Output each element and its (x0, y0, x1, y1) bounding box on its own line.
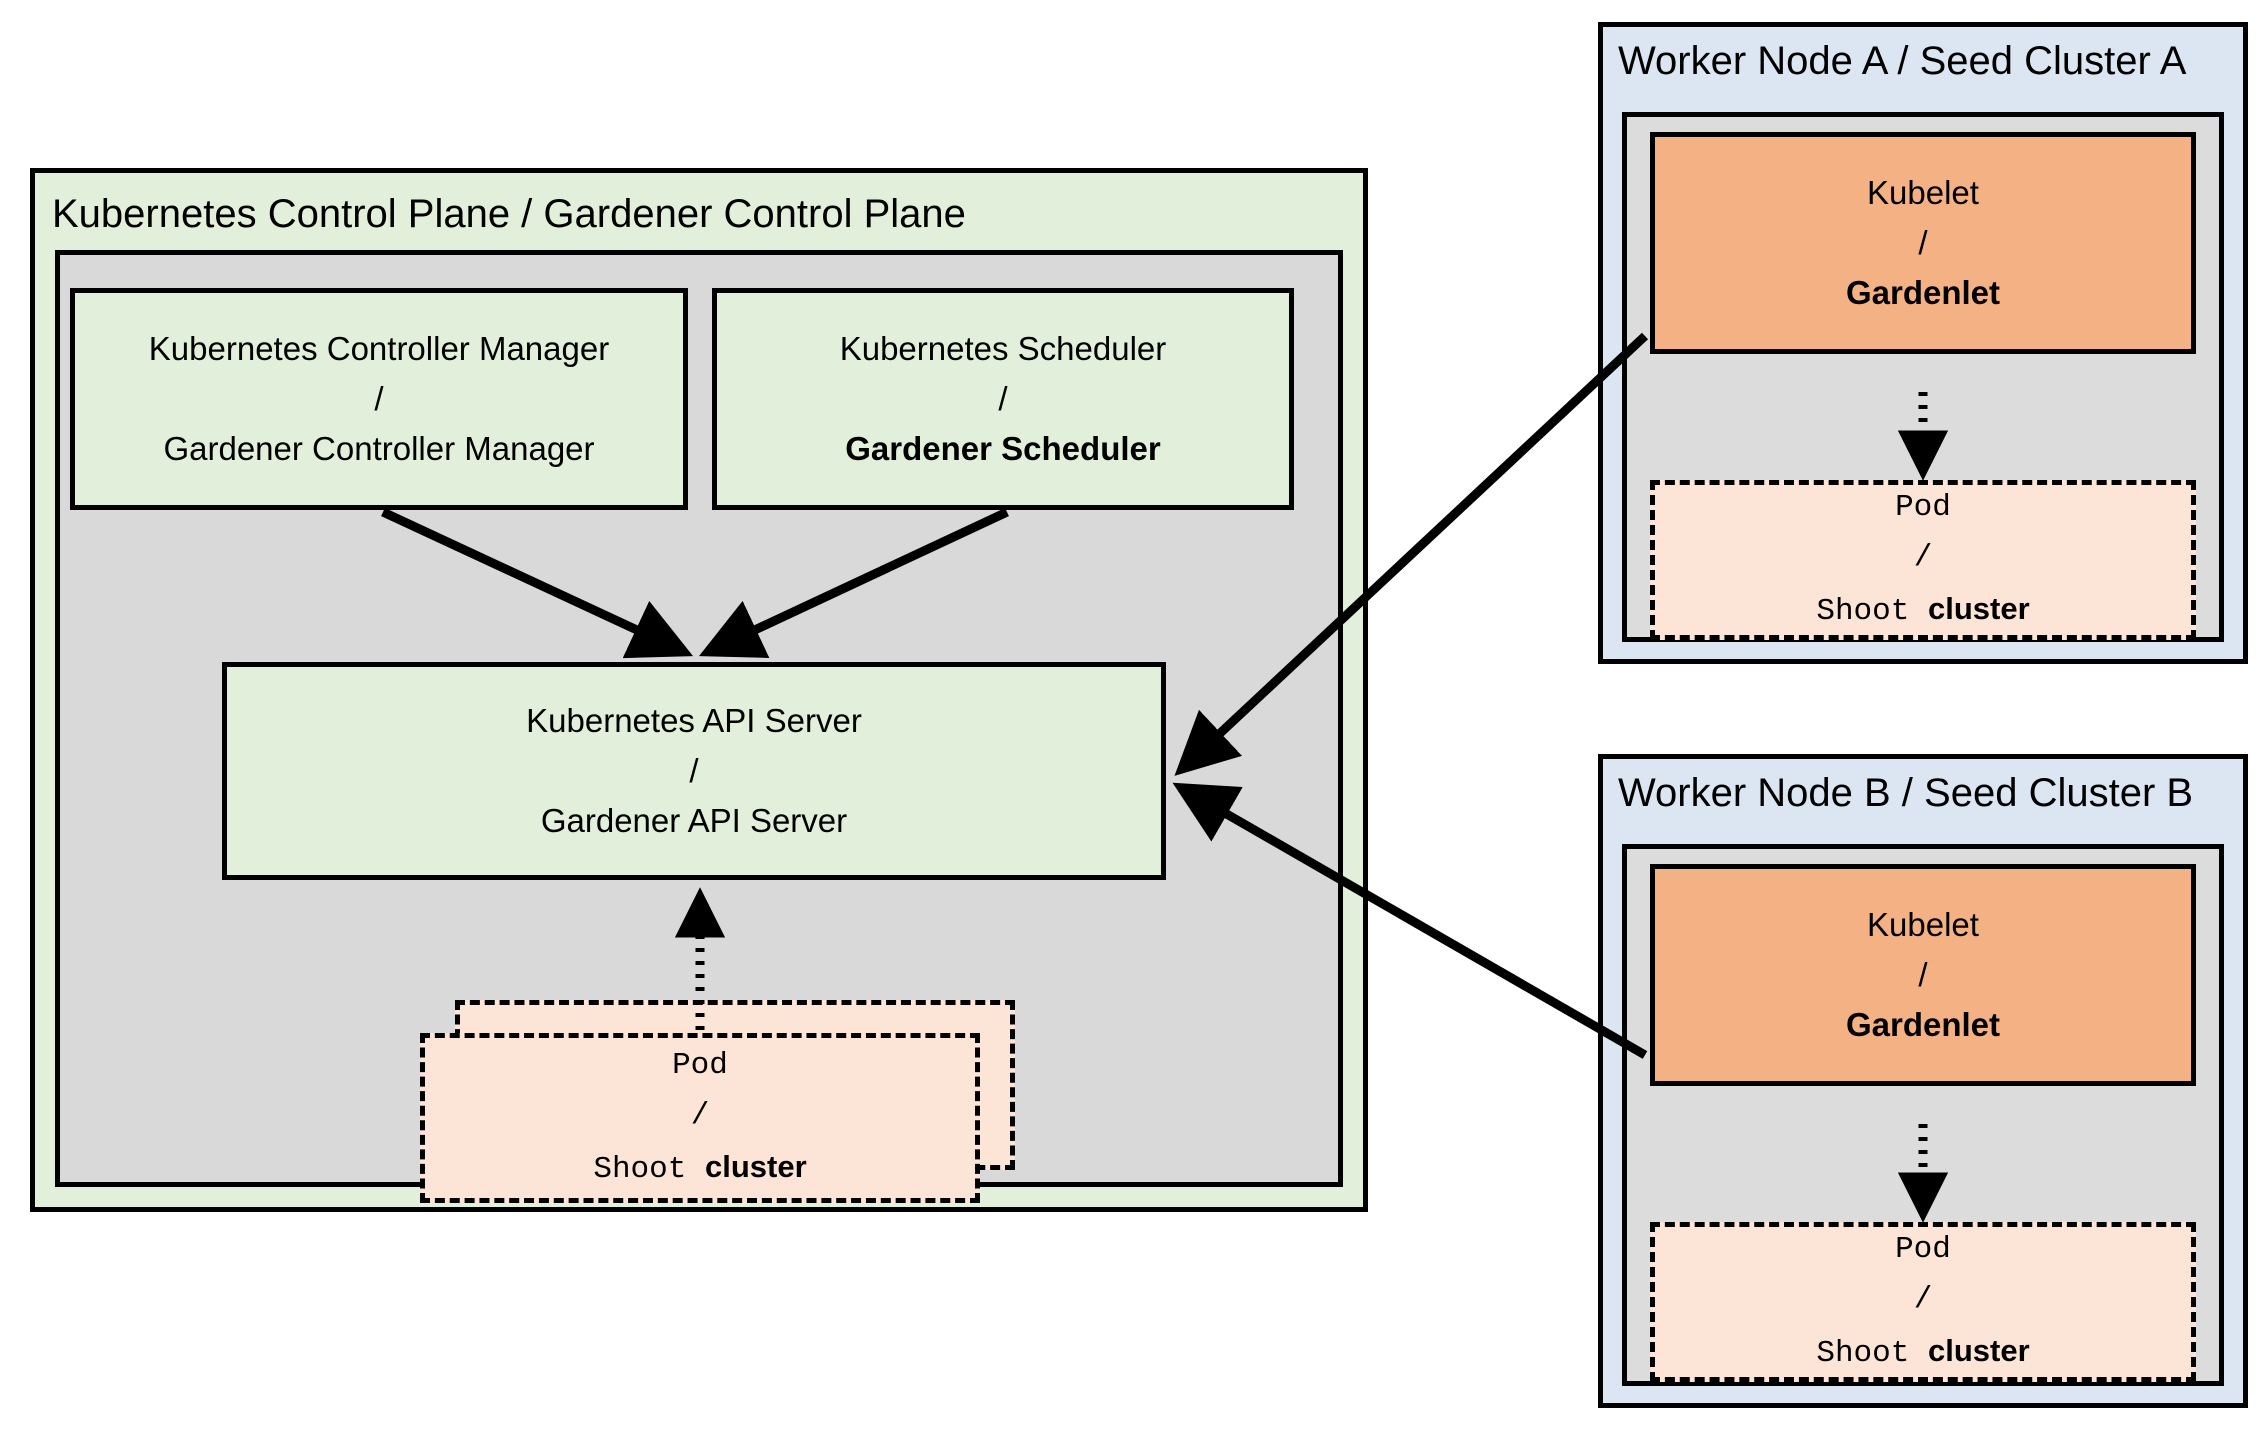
controller-manager-line1: Kubernetes Controller Manager (148, 329, 610, 367)
api-server-line1: Kubernetes API Server (526, 701, 862, 739)
worker-node-a-kubelet-separator: / (1918, 223, 1928, 261)
scheduler-line2: Gardener Scheduler (845, 430, 1161, 468)
worker-node-a-pod-box[interactable]: Pod / Shoot cluster (1650, 480, 2196, 640)
worker-node-b-pod-line1: Pod (1895, 1232, 1951, 1268)
worker-node-b-kubelet-box[interactable]: Kubelet / Gardenlet (1650, 864, 2196, 1086)
scheduler-box[interactable]: Kubernetes Scheduler / Gardener Schedule… (712, 288, 1294, 510)
controller-manager-label: Kubernetes Controller Manager / Gardener… (149, 324, 609, 474)
control-plane-pod-separator: / (690, 1098, 710, 1134)
worker-node-a-pod-line1: Pod (1895, 490, 1951, 526)
worker-node-a-kubelet-line2: Gardenlet (1845, 274, 2001, 312)
api-server-box[interactable]: Kubernetes API Server / Gardener API Ser… (222, 662, 1166, 880)
worker-node-b-kubelet-line2: Gardenlet (1845, 1006, 2001, 1044)
worker-node-a-kubelet-label: Kubelet / Gardenlet (1846, 168, 2000, 318)
control-plane-pod-line2: Shoot cluster (593, 1142, 806, 1195)
api-server-label: Kubernetes API Server / Gardener API Ser… (526, 696, 862, 846)
control-plane-pod-box[interactable]: Pod / Shoot cluster (420, 1033, 980, 1203)
worker-node-b-kubelet-label: Kubelet / Gardenlet (1846, 900, 2000, 1050)
worker-node-a-pod-line2-bold: cluster (1927, 590, 2030, 626)
controller-manager-box[interactable]: Kubernetes Controller Manager / Gardener… (70, 288, 688, 510)
worker-node-a-pod-separator: / (1913, 540, 1933, 576)
worker-node-b-pod-box[interactable]: Pod / Shoot cluster (1650, 1222, 2196, 1382)
worker-node-a-kubelet-box[interactable]: Kubelet / Gardenlet (1650, 132, 2196, 354)
worker-node-b-pod-line2-plain: Shoot (1816, 1335, 1928, 1371)
scheduler-line1: Kubernetes Scheduler (839, 329, 1167, 367)
worker-node-b-pod-line2: Shoot cluster (1816, 1326, 2029, 1379)
worker-node-b-pod-separator: / (1913, 1282, 1933, 1318)
controller-manager-line2: Gardener Controller Manager (163, 430, 595, 468)
worker-node-a-kubelet-line1: Kubelet (1867, 173, 1979, 211)
control-plane-pod-label: Pod / Shoot cluster (593, 1041, 806, 1195)
control-plane-pod-line2-bold: cluster (704, 1148, 807, 1184)
control-plane-title: Kubernetes Control Plane / Gardener Cont… (52, 192, 966, 236)
worker-node-b-kubelet-line1: Kubelet (1867, 905, 1979, 943)
worker-node-b-pod-label: Pod / Shoot cluster (1816, 1225, 2029, 1379)
control-plane-pod-line2-plain: Shoot (593, 1151, 705, 1187)
worker-node-a-title: Worker Node A / Seed Cluster A (1618, 39, 2187, 83)
worker-node-b-title: Worker Node B / Seed Cluster B (1618, 771, 2194, 815)
worker-node-a-pod-line2: Shoot cluster (1816, 584, 2029, 637)
worker-node-b-pod-line2-bold: cluster (1927, 1332, 2030, 1368)
worker-node-a-pod-line2-plain: Shoot (1816, 593, 1928, 629)
worker-node-a-pod-label: Pod / Shoot cluster (1816, 483, 2029, 637)
api-server-line2: Gardener API Server (540, 802, 848, 840)
worker-node-b-kubelet-separator: / (1918, 955, 1928, 993)
scheduler-separator: / (998, 379, 1008, 417)
scheduler-label: Kubernetes Scheduler / Gardener Schedule… (840, 324, 1167, 474)
controller-manager-separator: / (374, 379, 384, 417)
api-server-separator: / (689, 751, 699, 789)
control-plane-pod-line1: Pod (672, 1048, 728, 1084)
